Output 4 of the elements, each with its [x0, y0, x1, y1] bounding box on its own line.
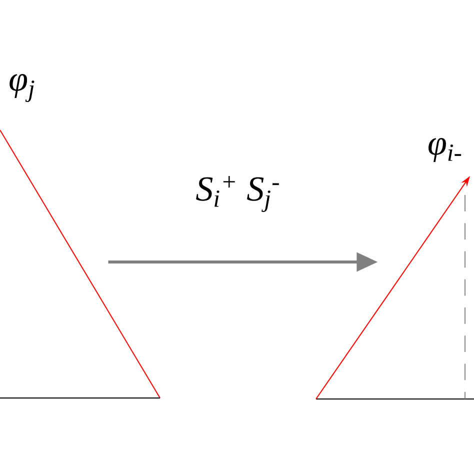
triangle-drawing — [0, 130, 160, 399]
angle-label: φ$_{i-}$ — [428, 138, 462, 162]
edge-label: S$_{i}$$^{+}$ S$_{j}$- — [196, 176, 279, 212]
angle-label: φ$_{j}$ — [10, 74, 34, 102]
